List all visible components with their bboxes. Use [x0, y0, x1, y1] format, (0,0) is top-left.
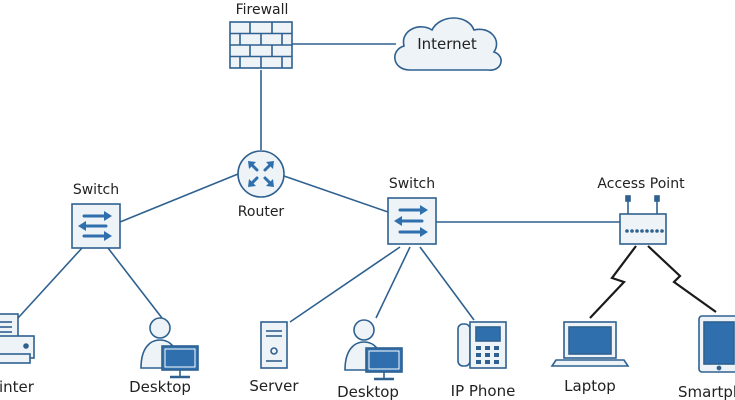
desktop-left-label: Desktop	[129, 378, 191, 396]
wireless-links	[589, 245, 717, 319]
firewall-icon	[229, 21, 293, 69]
server-node: Server	[249, 321, 299, 395]
desktop-user-icon	[140, 317, 199, 379]
internet-node: Internet	[394, 17, 502, 71]
wireless-link-smartphone	[647, 245, 717, 313]
laptop-label: Laptop	[564, 377, 616, 395]
ip-phone-node: IP Phone	[451, 321, 516, 400]
switch-center-node: Switch	[387, 176, 437, 245]
wireless-link-laptop	[589, 245, 637, 319]
link-switch-center-desktop	[375, 246, 411, 319]
access-point-icon	[619, 195, 667, 245]
desktop-center-node: Desktop	[337, 319, 403, 400]
link-router-switch-center	[283, 175, 389, 213]
cloud-icon	[394, 17, 502, 71]
laptop-icon	[550, 321, 630, 367]
ip-phone-icon	[457, 321, 507, 369]
link-switch-left-printer	[17, 247, 83, 319]
internet-label: Internet	[417, 35, 477, 53]
printer-label: Printer	[0, 378, 35, 396]
switch-icon	[387, 197, 437, 245]
switch-left-label: Switch	[73, 182, 119, 198]
smartphone-label: Smartphone	[678, 383, 735, 400]
access-point-label: Access Point	[597, 176, 685, 192]
smartphone-node: Smartphone	[678, 315, 735, 400]
link-switch-center-server	[289, 246, 401, 323]
switch-icon	[71, 203, 121, 249]
desktop-user-icon	[344, 319, 403, 381]
desktop-left-node: Desktop	[129, 317, 199, 396]
printer-node: Printer	[0, 313, 35, 396]
ip-phone-label: IP Phone	[451, 382, 516, 400]
server-label: Server	[249, 377, 299, 395]
switch-left-node: Switch	[71, 182, 121, 249]
router-label: Router	[238, 204, 285, 220]
router-icon	[237, 150, 285, 198]
access-point-node: Access Point	[597, 176, 685, 245]
router-node: Router	[237, 150, 285, 220]
switch-center-label: Switch	[389, 176, 435, 192]
connections	[17, 43, 620, 323]
link-switch-left-desktop	[107, 247, 163, 319]
link-router-switch-left	[119, 173, 239, 223]
firewall-label: Firewall	[236, 2, 289, 18]
link-switch-center-ip-phone	[419, 246, 475, 321]
server-icon	[260, 321, 288, 369]
laptop-node: Laptop	[550, 321, 630, 395]
tablet-icon	[698, 315, 735, 373]
printer-icon	[0, 313, 35, 364]
desktop-center-label: Desktop	[337, 383, 399, 400]
firewall-node: Firewall	[229, 2, 293, 69]
